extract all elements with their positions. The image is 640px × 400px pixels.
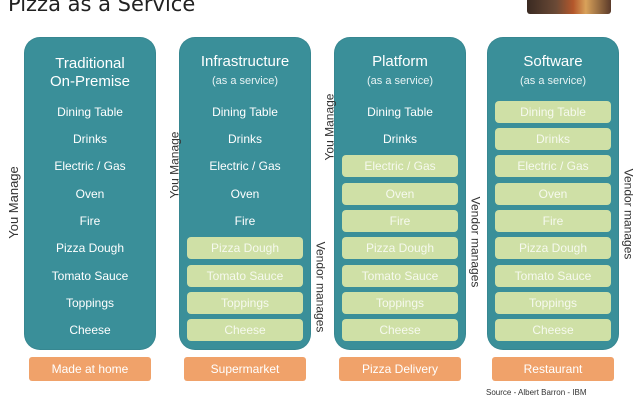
item-fire: Fire [79, 214, 101, 228]
item-electric-gas: Electric / Gas [495, 155, 611, 177]
item-fire: Fire [495, 210, 611, 232]
footer-restaurant: Restaurant [492, 357, 614, 381]
item-drinks: Drinks [382, 132, 417, 146]
item-tomato-sauce: Tomato Sauce [495, 265, 611, 287]
item-dining-table: Dining Table [212, 105, 278, 119]
source-credit: Source - Albert Barron - IBM [486, 388, 587, 397]
item-fire: Fire [342, 210, 458, 232]
column-title-line2: On-Premise [49, 73, 131, 90]
column-title: Infrastructure [200, 53, 290, 70]
item-cheese: Cheese [495, 319, 611, 341]
item-electric-gas: Electric / Gas [209, 159, 281, 173]
pizza-photo [527, 0, 611, 14]
footer-pizza-delivery: Pizza Delivery [339, 357, 461, 381]
you-manage-label: You Manage [5, 166, 21, 239]
item-pizza-dough: Pizza Dough [342, 237, 458, 259]
item-oven: Oven [342, 183, 458, 205]
item-fire: Fire [234, 214, 256, 228]
item-tomato-sauce: Tomato Sauce [51, 269, 129, 283]
column-infrastructure: Infrastructure (as a service) Dining Tab… [179, 37, 311, 350]
vendor-manages-label: Vendor manages [313, 241, 328, 333]
item-oven: Oven [230, 187, 260, 201]
you-manage-label: You Manage [167, 131, 182, 199]
column-subtitle: (as a service) [211, 75, 279, 87]
item-toppings: Toppings [187, 292, 303, 314]
item-pizza-dough: Pizza Dough [495, 237, 611, 259]
footer-made-at-home: Made at home [29, 357, 151, 381]
item-cheese: Cheese [342, 319, 458, 341]
you-manage-label: You Manage [322, 93, 337, 161]
footer-supermarket: Supermarket [184, 357, 306, 381]
item-electric-gas: Electric / Gas [342, 155, 458, 177]
item-dining-table: Dining Table [57, 105, 123, 119]
item-pizza-dough: Pizza Dough [55, 241, 125, 255]
item-cheese: Cheese [187, 319, 303, 341]
item-oven: Oven [495, 183, 611, 205]
item-drinks: Drinks [72, 132, 107, 146]
column-subtitle: (as a service) [519, 75, 587, 87]
item-dining-table: Dining Table [495, 101, 611, 123]
column-title: Software [523, 53, 583, 70]
vendor-manages-label: Vendor manages [621, 168, 636, 260]
column-subtitle: (as a service) [366, 75, 434, 87]
item-toppings: Toppings [495, 292, 611, 314]
item-drinks: Drinks [227, 132, 262, 146]
item-tomato-sauce: Tomato Sauce [342, 265, 458, 287]
item-tomato-sauce: Tomato Sauce [187, 265, 303, 287]
vendor-manages-label: Vendor manages [468, 196, 483, 288]
item-cheese: Cheese [69, 323, 111, 337]
column-title: Platform [372, 53, 428, 70]
item-dining-table: Dining Table [367, 105, 433, 119]
item-drinks: Drinks [495, 128, 611, 150]
page-title: Pizza as a Service [8, 0, 196, 16]
column-title: Traditional [55, 55, 125, 72]
item-electric-gas: Electric / Gas [54, 159, 126, 173]
item-oven: Oven [75, 187, 105, 201]
item-toppings: Toppings [342, 292, 458, 314]
item-toppings: Toppings [65, 296, 115, 310]
item-pizza-dough: Pizza Dough [187, 237, 303, 259]
